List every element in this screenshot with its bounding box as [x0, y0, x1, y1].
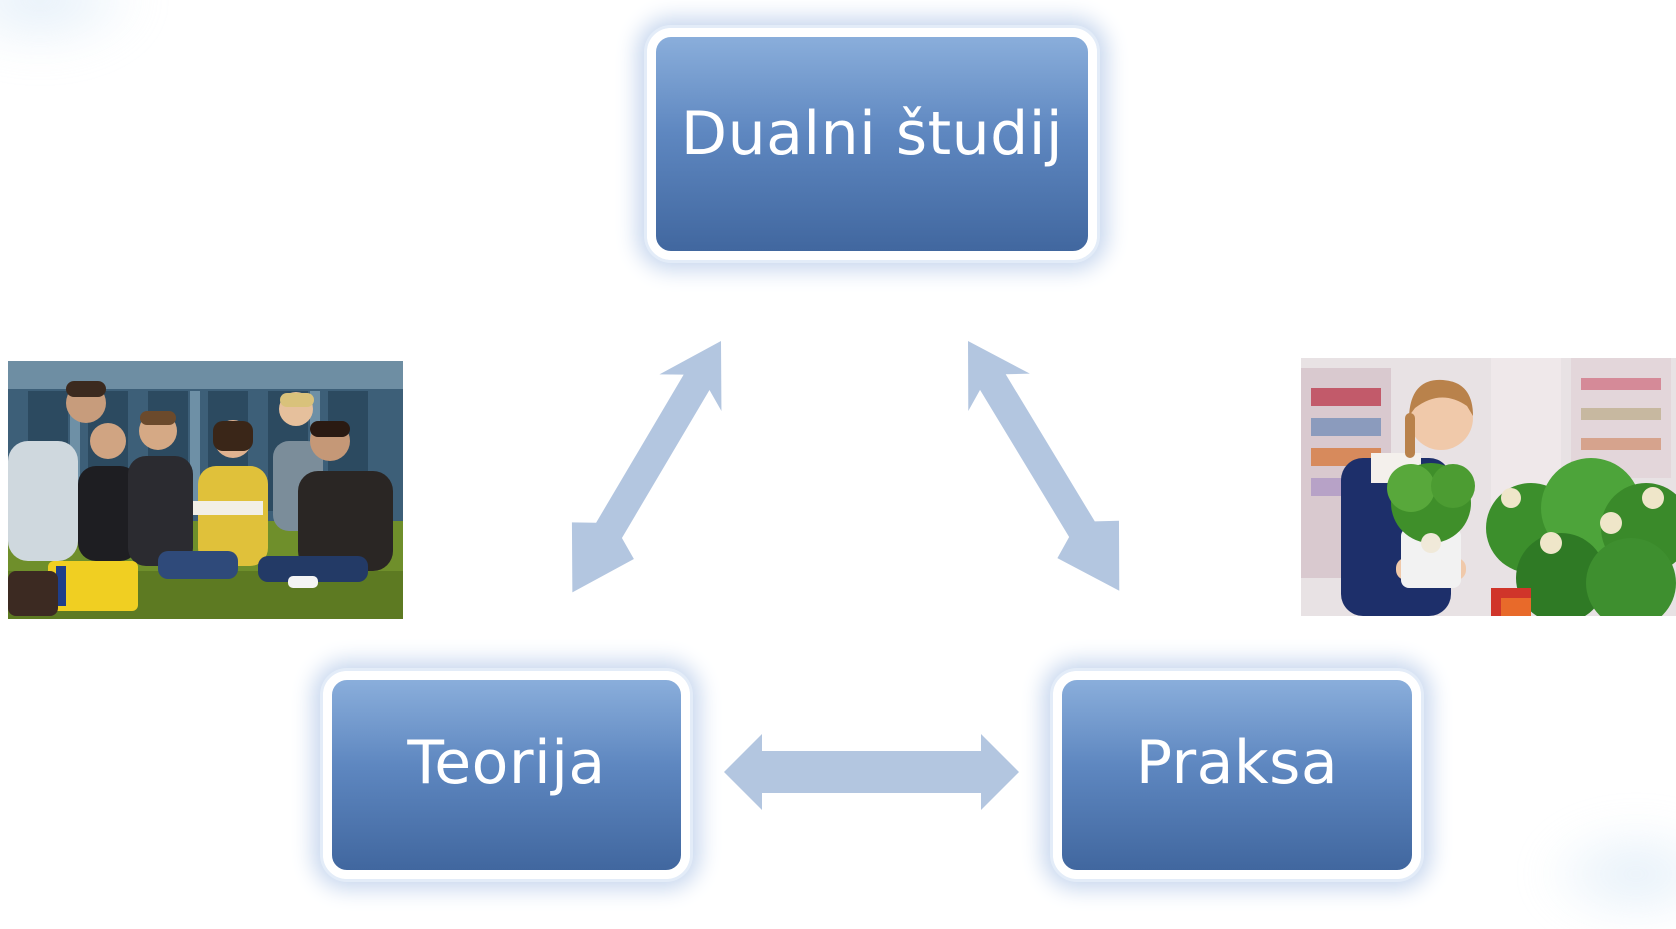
node-teorija: Teorija — [323, 671, 690, 879]
arrow-top-right — [968, 341, 1120, 591]
node-dualni-studij: Dualni študij — [647, 28, 1097, 260]
supermarket-worker-with-vegetables-photo — [1301, 358, 1676, 616]
node-praksa: Praksa — [1053, 671, 1421, 879]
node-label-top: Dualni študij — [680, 99, 1064, 169]
arrow-top-left — [571, 341, 722, 593]
node-label-left: Teorija — [407, 728, 606, 798]
students-studying-on-grass-photo — [8, 361, 403, 619]
arrows-layer — [571, 341, 1120, 810]
node-label-right: Praksa — [1135, 728, 1339, 798]
arrow-left-right — [724, 734, 1019, 810]
